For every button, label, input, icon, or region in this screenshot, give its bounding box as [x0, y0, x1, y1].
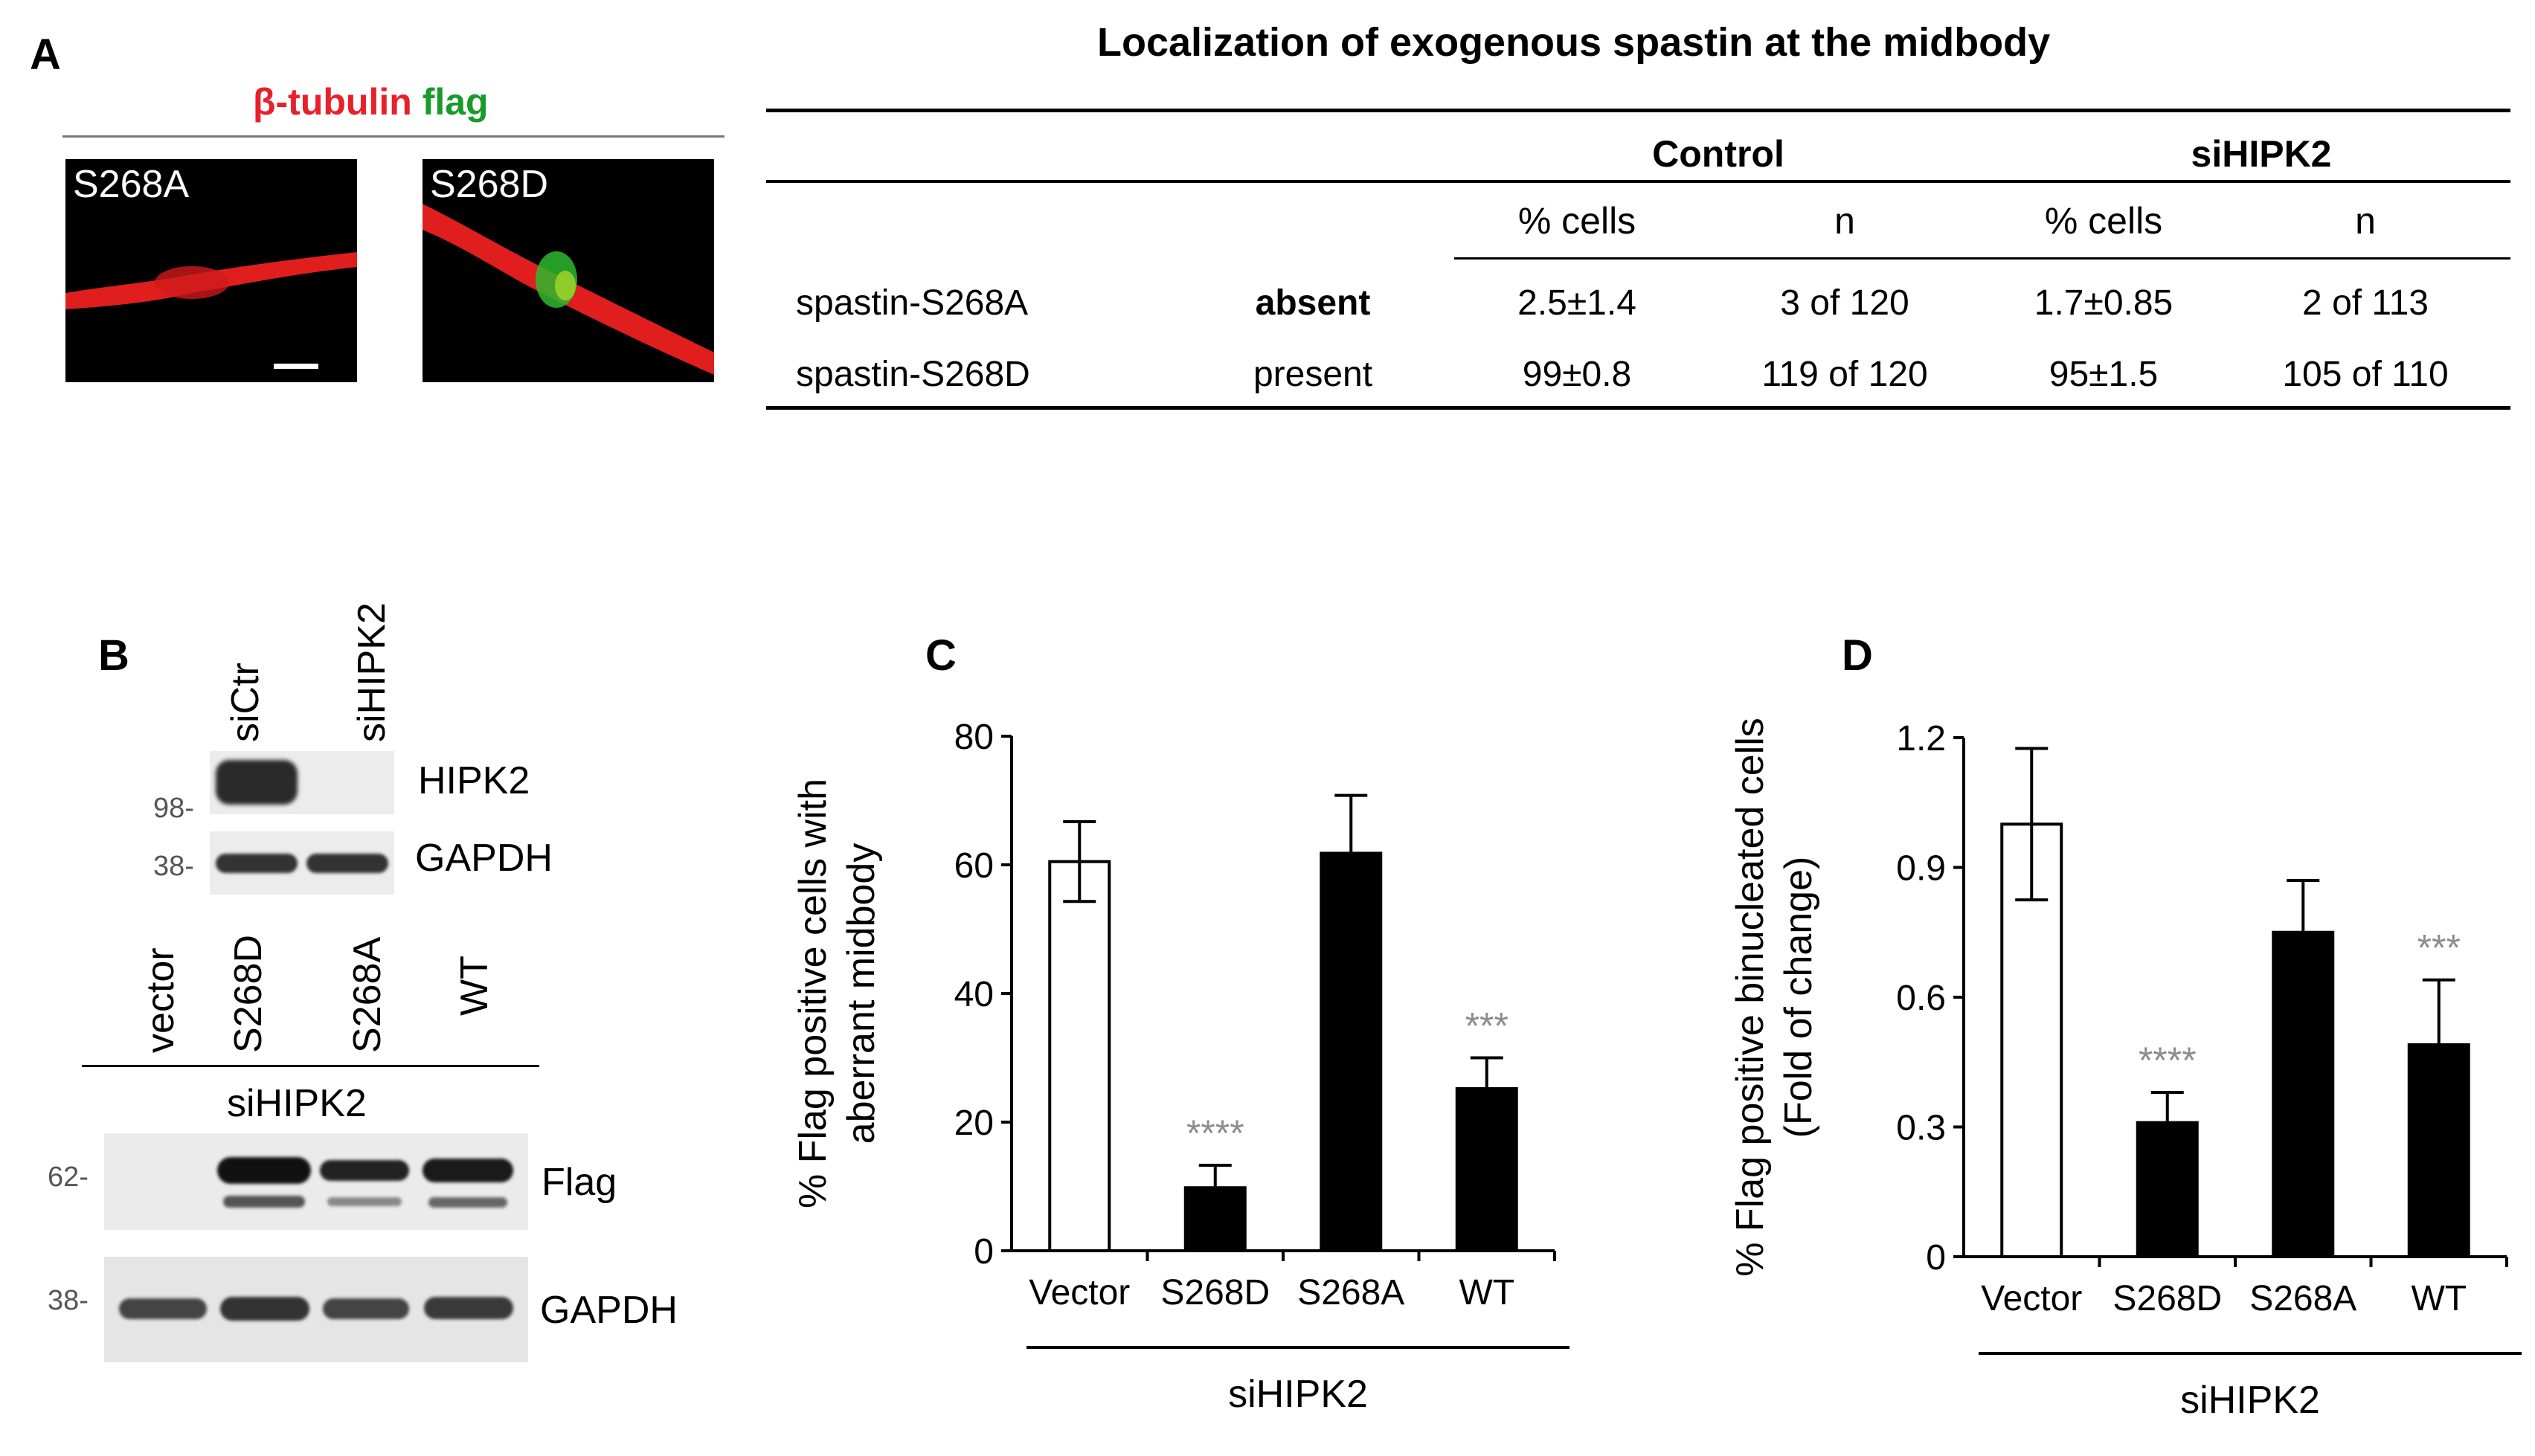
bar-wt [2407, 1043, 2470, 1258]
blot-flag [104, 1133, 528, 1230]
lane-label-s268d: S268D [227, 935, 270, 1053]
y-tick-label: 0 [1926, 1238, 1946, 1278]
y-tick-label: 0.6 [1896, 979, 1946, 1018]
micrograph-label-s268d: S268D [430, 163, 548, 206]
table-title: Localization of exogenous spastin at the… [1097, 20, 2051, 65]
blot-hipk2 [210, 751, 394, 814]
y-tick-label: 80 [954, 718, 994, 757]
x-tick-label: S268D [1160, 1273, 1270, 1312]
cell-sihipk2-pct: 1.7±0.85 [2034, 283, 2173, 323]
panel-b-rule [82, 1065, 539, 1067]
table-subheader-rule [1454, 257, 2510, 260]
bar-s268a [1320, 851, 1383, 1252]
x-tick-label: Vector [1029, 1273, 1130, 1312]
cell-control-n: 3 of 120 [1780, 283, 1909, 323]
cell-control-n: 119 of 120 [1761, 355, 1928, 394]
stain-red-label: β-tubulin [253, 81, 412, 123]
subheader-control-pct: % cells [1517, 200, 1636, 242]
group-header-control: Control [1652, 133, 1784, 175]
micrograph-s268a: S268A [65, 159, 357, 382]
bar-s268d [2136, 1121, 2199, 1259]
blot-gapdh-bottom [104, 1257, 528, 1362]
x-tick-label: S268D [2112, 1279, 2222, 1318]
row-name: spastin-S268D [796, 355, 1030, 394]
band-label-hipk2: HIPK2 [418, 759, 530, 802]
cell-sihipk2-n: 2 of 113 [2302, 283, 2429, 323]
subheader-control-n: n [1834, 200, 1855, 242]
bar-s268a [2272, 930, 2335, 1258]
row-status: absent [1255, 283, 1371, 323]
bar-vector [1048, 860, 1111, 1252]
mw-38-top: 38- [153, 851, 194, 882]
cell-control-pct: 2.5±1.4 [1517, 283, 1636, 323]
table-group-rule [766, 180, 2510, 183]
y-tick-label: 40 [954, 975, 994, 1014]
mw-62: 62- [48, 1162, 89, 1193]
y-axis-label: % Flag positive binucleated cells [1729, 718, 1772, 1277]
y-tick-label: 20 [954, 1104, 994, 1143]
lane-label-s268a: S268A [346, 936, 389, 1053]
cell-sihipk2-n: 105 of 110 [2282, 355, 2449, 394]
x-tick-label: WT [2411, 1279, 2467, 1318]
row-status: present [1253, 355, 1373, 394]
lane-label-vector: vector [139, 947, 182, 1053]
cell-sihipk2-pct: 95±1.5 [2049, 355, 2159, 394]
table-top-rule [766, 109, 2510, 112]
micrograph-label-s268a: S268A [73, 163, 190, 206]
panel-d-letter: D [1842, 631, 1873, 680]
mw-38-bottom: 38- [48, 1285, 89, 1316]
significance-label: **** [1186, 1112, 1244, 1154]
panel-c-letter: C [925, 631, 957, 680]
subheader-sihipk2-pct: % cells [2044, 200, 2163, 242]
bar-wt [1455, 1087, 1518, 1253]
y-tick-label: 60 [954, 846, 994, 886]
x-tick-label: S268A [2249, 1279, 2356, 1318]
y-tick-label: 0.3 [1896, 1109, 1946, 1148]
y-axis-label: % Flag positive cells with [791, 779, 835, 1208]
y-tick-label: 0.9 [1896, 849, 1946, 889]
row-name: spastin-S268A [796, 283, 1029, 323]
stain-legend: β-tubulin flag [253, 80, 489, 123]
significance-label: **** [2139, 1040, 2197, 1081]
panel-b-group-label: siHIPK2 [227, 1082, 367, 1125]
band-label-flag: Flag [542, 1161, 617, 1204]
significance-label: *** [2417, 927, 2461, 969]
x-tick-label: S268A [1297, 1273, 1404, 1312]
mw-98: 98- [153, 793, 194, 824]
lane-label-sictr: siCtr [224, 663, 267, 742]
band-label-gapdh-top: GAPDH [415, 837, 553, 880]
cell-control-pct: 99±0.8 [1522, 355, 1632, 394]
group-label: siHIPK2 [1228, 1373, 1368, 1416]
y-tick-label: 1.2 [1896, 719, 1946, 758]
group-label: siHIPK2 [2180, 1379, 2320, 1422]
y-axis-label: aberrant midbody [840, 843, 883, 1144]
panel-a-rule [62, 135, 724, 138]
x-tick-label: WT [1459, 1273, 1514, 1312]
band-label-gapdh-bottom: GAPDH [540, 1289, 678, 1332]
micrograph-s268d: S268D [422, 159, 714, 382]
y-tick-label: 0 [974, 1232, 994, 1272]
x-tick-label: Vector [1981, 1279, 2082, 1318]
group-header-sihipk2: siHIPK2 [2191, 133, 2332, 175]
panel-a-letter: A [30, 30, 61, 79]
significance-label: *** [1465, 1005, 1509, 1047]
stain-green-label: flag [422, 81, 489, 123]
panel-b-letter: B [98, 631, 129, 680]
lane-label-wt: WT [453, 956, 496, 1016]
bar-s268d [1183, 1186, 1247, 1252]
y-axis-label: (Fold of change) [1777, 857, 1820, 1138]
table-bottom-rule [766, 406, 2510, 410]
lane-label-sihipk2: siHIPK2 [350, 602, 393, 742]
blot-gapdh-top [210, 831, 394, 895]
subheader-sihipk2-n: n [2355, 200, 2376, 242]
